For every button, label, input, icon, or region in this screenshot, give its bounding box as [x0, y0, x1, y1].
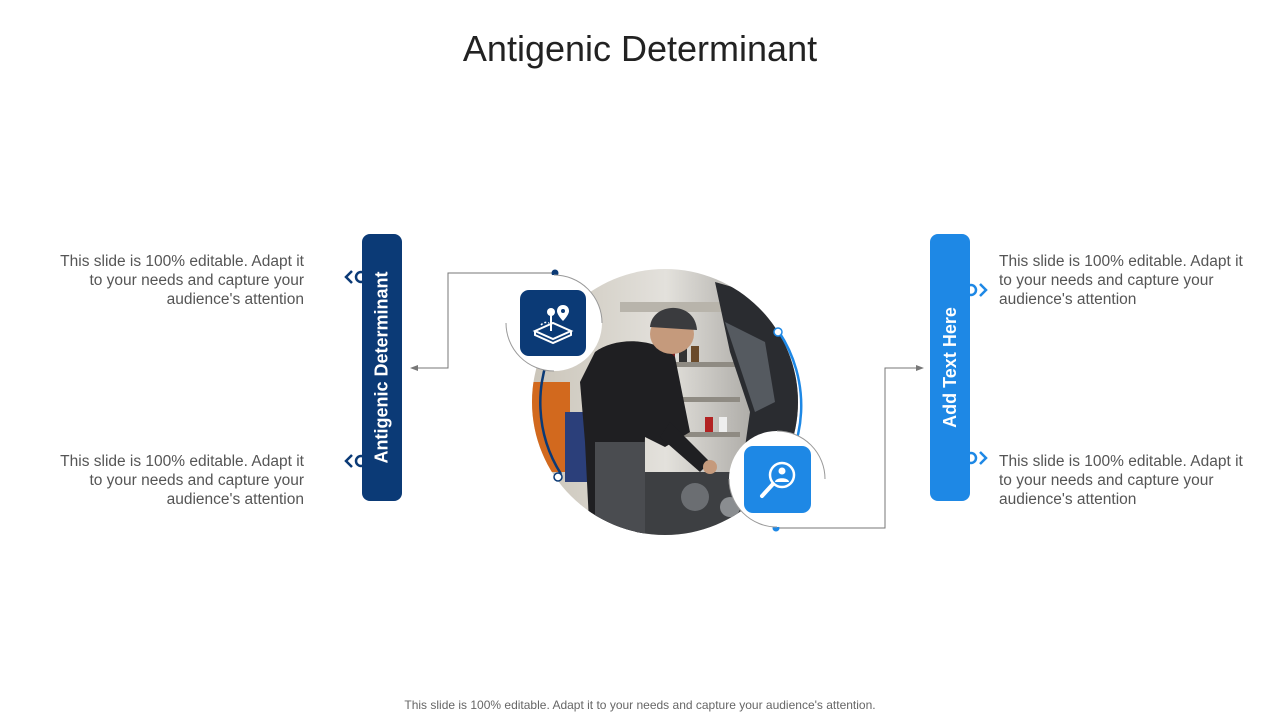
right-description-top: This slide is 100% editable. Adapt it to… — [999, 253, 1243, 308]
left-label-bar: Antigenic Determinant — [362, 234, 402, 501]
left-description-bottom: This slide is 100% editable. Adapt it to… — [60, 453, 304, 508]
footer-note: This slide is 100% editable. Adapt it to… — [404, 698, 876, 712]
right-bar-label: Add Text Here — [939, 307, 960, 428]
left-bar-label: Antigenic Determinant — [371, 271, 392, 464]
joystick-location-icon — [520, 290, 586, 356]
left-description-top: This slide is 100% editable. Adapt it to… — [60, 253, 304, 308]
search-user-icon — [744, 446, 811, 513]
slide-title: Antigenic Determinant — [462, 28, 818, 69]
right-label-bar: Add Text Here — [930, 234, 970, 501]
right-description-bottom: This slide is 100% editable. Adapt it to… — [999, 453, 1243, 508]
